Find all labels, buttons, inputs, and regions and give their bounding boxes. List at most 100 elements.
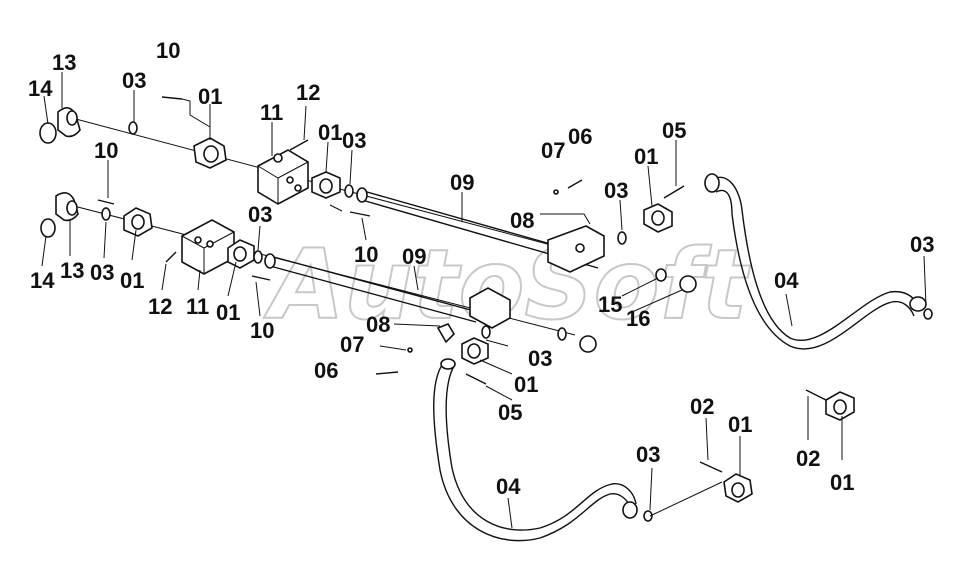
hose-lower-inner	[445, 365, 637, 531]
callout-11: 11	[260, 100, 283, 125]
screw-upper-10-leader	[329, 204, 343, 212]
hose-lower-end-right	[622, 501, 638, 519]
valve-block-lower-hole-2	[206, 240, 214, 248]
callout-labels: 14 13 03 10 01 11 12 01 03 09 07 06 01 0…	[28, 38, 934, 499]
callout-08: 08	[366, 312, 390, 337]
callout-01: 01	[318, 120, 342, 145]
plug-16	[679, 275, 697, 293]
flange-lower-3-bore	[467, 343, 481, 359]
hose-upper-end-right	[909, 296, 927, 312]
callout-10: 10	[250, 318, 274, 343]
callout-03: 03	[636, 442, 660, 467]
o-ring-lower-1	[101, 207, 111, 221]
screw-lower-10	[97, 199, 115, 205]
hose-lower-outer	[433, 361, 633, 542]
screw-lower-12	[165, 251, 177, 263]
callout-01: 01	[198, 84, 222, 109]
callout-12: 12	[148, 294, 172, 319]
callout-12: 12	[296, 80, 320, 105]
callout-leaders	[41, 72, 927, 529]
callout-08: 08	[510, 208, 534, 233]
elbow-port-lower	[66, 200, 78, 216]
o-ring-lower-2	[253, 250, 263, 264]
o-ring-upper-right	[923, 308, 933, 320]
callout-03: 03	[604, 178, 628, 203]
elbow-port-upper	[66, 110, 78, 126]
flange-upper-2-bore	[319, 178, 333, 194]
flange-right-far-bore	[833, 399, 847, 415]
valve-block-lower-edges	[181, 231, 235, 274]
rigid-tube-lower	[269, 255, 479, 323]
callout-07: 07	[541, 138, 565, 163]
callout-06: 06	[568, 124, 592, 149]
hose-lower-end-top	[440, 358, 456, 370]
valve-block-lower-hole-1	[194, 236, 202, 244]
callout-10: 10	[94, 138, 118, 163]
plug-lower	[40, 218, 56, 238]
o-ring-lower-right	[643, 510, 653, 522]
callout-03: 03	[528, 346, 552, 371]
hose-upper-end-left	[704, 173, 720, 193]
washer-lower-07	[407, 347, 413, 353]
plug-lower-16	[579, 335, 597, 353]
hose-upper-outer	[711, 176, 921, 341]
callout-10: 10	[354, 242, 378, 267]
callout-01: 01	[830, 470, 854, 495]
bolt-upper-06	[567, 179, 583, 189]
screw-lower-10b	[251, 275, 271, 281]
flange-upper-1-bore	[203, 145, 219, 163]
clamp-bracket-upper-leader	[540, 213, 591, 225]
callout-03: 03	[90, 260, 114, 285]
valve-block-upper-port	[273, 153, 283, 163]
bolt-right-far-02	[805, 389, 827, 401]
callout-11: 11	[186, 294, 209, 319]
callout-10: 10	[156, 38, 180, 63]
bolt-right-lower-02	[699, 461, 723, 473]
watermark-text: AutoSoft	[263, 229, 750, 341]
flange-lower-1-bore	[131, 214, 145, 230]
callout-05: 05	[498, 400, 522, 425]
callout-16: 16	[626, 306, 650, 331]
callout-14: 14	[28, 76, 53, 101]
valve-block-upper-hole-1	[286, 176, 294, 184]
o-ring-upper-2	[344, 184, 354, 198]
o-ring-upper-3	[617, 231, 627, 245]
callout-13: 13	[60, 258, 84, 283]
clamp-bracket-lower	[469, 287, 511, 329]
rigid-tube-lower-end	[264, 253, 276, 269]
callout-01: 01	[728, 412, 752, 437]
callout-05: 05	[662, 118, 686, 143]
callout-02: 02	[796, 446, 820, 471]
callout-09: 09	[402, 244, 426, 269]
callout-04: 04	[774, 268, 799, 293]
valve-block-upper	[257, 149, 309, 205]
screw-upper-1	[161, 96, 183, 100]
callout-01: 01	[216, 300, 240, 325]
flange-upper-3-bore	[651, 210, 665, 226]
callout-14: 14	[30, 268, 55, 293]
callout-01: 01	[120, 268, 144, 293]
flange-lower-2-bore	[233, 246, 247, 262]
screw-upper-12	[289, 139, 309, 151]
callout-03: 03	[910, 232, 934, 257]
clamp-bracket-upper-hole	[575, 243, 585, 253]
callout-01: 01	[634, 144, 658, 169]
hose-lower-leader	[649, 481, 723, 517]
o-ring-15	[655, 268, 667, 282]
callout-06: 06	[314, 358, 338, 383]
o-ring-lower-4	[557, 327, 567, 341]
o-ring-upper-1	[128, 121, 138, 135]
bolt-lower-05	[465, 373, 487, 385]
callout-03: 03	[342, 128, 366, 153]
screw-upper-10-lower	[349, 211, 371, 217]
callout-15: 15	[598, 292, 622, 317]
callout-01: 01	[514, 372, 538, 397]
callout-09: 09	[450, 170, 474, 195]
o-ring-lower-3	[481, 325, 491, 339]
hose-upper-inner	[715, 189, 915, 350]
plug-upper	[39, 122, 57, 144]
callout-02: 02	[690, 394, 714, 419]
callout-03: 03	[122, 68, 146, 93]
